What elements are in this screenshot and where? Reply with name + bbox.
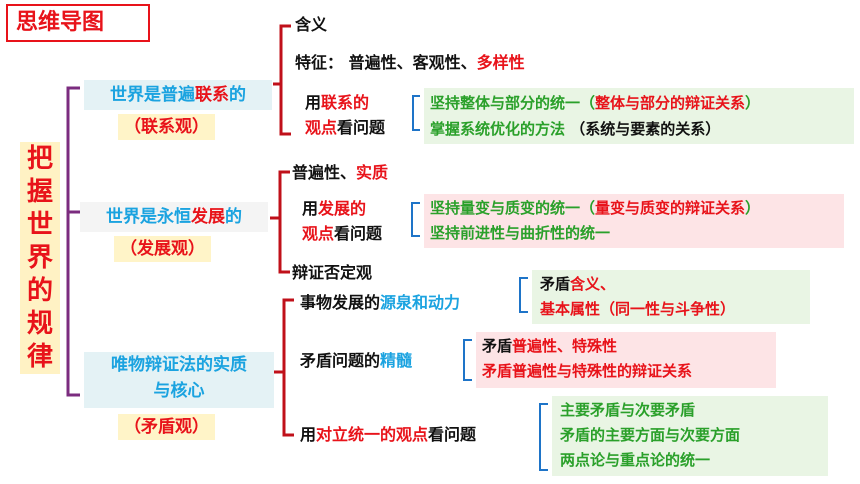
maodun-a-box: 矛盾含义、 基本属性（同一性与斗争性） — [532, 270, 810, 324]
maodun-c-bracket — [539, 403, 548, 471]
fazhan-yong: 用发展的 观点看问题 — [302, 199, 383, 243]
lianxi-node: 世界是普遍联系的 — [84, 80, 272, 110]
lianxi-bracket — [279, 24, 291, 136]
root-node: 把握世界的规律 — [20, 142, 60, 374]
maodun-a-bracket — [519, 277, 528, 313]
maodun-tag: （矛盾观） — [118, 414, 215, 440]
fazhan-p3: 辩证否定观 — [292, 263, 373, 282]
lianxi-hanyi: 含义 — [295, 15, 328, 34]
lianxi-tezheng: 特征： 普遍性、客观性、多样性 — [295, 53, 525, 72]
lianxi-sub-bracket — [412, 95, 420, 131]
maodun-bracket — [282, 298, 294, 437]
maodun-c-box: 主要矛盾与次要矛盾 矛盾的主要方面与次要方面 两点论与重点论的统一 — [552, 396, 828, 476]
maodun-c: 用对立统一的观点看问题 — [300, 425, 477, 444]
maodun-b: 矛盾问题的精髓 — [300, 351, 413, 370]
fazhan-p1: 普遍性、实质 — [292, 163, 389, 182]
lianxi-yong: 用联系的 观点看问题 — [305, 93, 386, 137]
root-bracket — [66, 86, 80, 397]
maodun-b-box: 矛盾普遍性、特殊性 矛盾普遍性与特殊性的辩证关系 — [476, 332, 776, 388]
page-title: 思维导图 — [6, 4, 150, 42]
lianxi-sub-box: 坚持整体与部分的统一（整体与部分的辩证关系） 掌握系统优化的方法 （系统与要素的… — [424, 88, 854, 144]
fazhan-sub-box: 坚持量变与质变的统一（量变与质变的辩证关系） 坚持前进性与曲折性的统一 — [424, 194, 844, 248]
maodun-b-bracket — [463, 339, 472, 381]
fazhan-tag: （发展观） — [114, 236, 211, 262]
fazhan-bracket — [278, 170, 290, 274]
maodun-a: 事物发展的源泉和动力 — [300, 293, 461, 312]
fazhan-sub-bracket — [411, 202, 420, 237]
fazhan-node: 世界是永恒发展的 — [80, 202, 268, 232]
lianxi-tag: （联系观） — [118, 114, 215, 140]
maodun-node: 唯物辩证法的实质 与核心 — [84, 352, 274, 408]
